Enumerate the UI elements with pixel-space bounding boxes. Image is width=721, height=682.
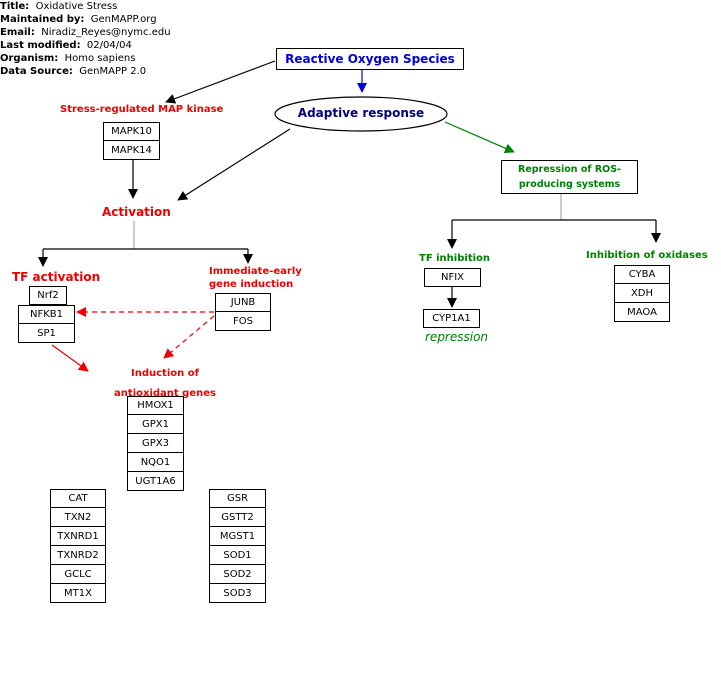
- gene-box[interactable]: GPX3: [127, 434, 184, 453]
- repression-line2: producing systems: [518, 179, 621, 190]
- ieg-line2: gene induction: [209, 279, 294, 290]
- modified-label: Last modified:: [0, 39, 81, 51]
- adaptive-response-ellipse: [274, 96, 448, 132]
- gene-box[interactable]: GSTT2: [209, 508, 266, 527]
- pathway-metadata: Title: Oxidative Stress Maintained by: G…: [0, 1, 171, 78]
- source-label: Data Source:: [0, 65, 73, 77]
- tf-genes: NFKB1 SP1: [18, 305, 75, 343]
- gene-box[interactable]: JUNB: [215, 293, 271, 312]
- maintainer-label: Maintained by:: [0, 13, 85, 25]
- ros-label: Reactive Oxygen Species: [285, 52, 455, 66]
- arrow-fos-to-induction: [163, 315, 215, 359]
- gene-box[interactable]: NQO1: [127, 453, 184, 472]
- arrow-sp1-to-induction: [51, 344, 89, 372]
- tf-activation-label: TF activation: [12, 270, 101, 284]
- gene-box[interactable]: MAOA: [614, 303, 670, 322]
- email-value: Niradiz_Reyes@nymc.edu: [41, 26, 171, 38]
- arrow-ros-to-mapk: [165, 60, 276, 104]
- induction-line2: antioxidant genes: [114, 388, 216, 399]
- arrow-adaptive-to-activation: [177, 128, 291, 201]
- induction-label: Induction of antioxidant genes: [105, 364, 225, 404]
- gene-box[interactable]: MGST1: [209, 527, 266, 546]
- gene-box[interactable]: XDH: [614, 284, 670, 303]
- gene-box[interactable]: GPX1: [127, 415, 184, 434]
- ieg-line1: Immediate-early: [209, 266, 302, 277]
- gene-box-nrf2[interactable]: Nrf2: [29, 286, 67, 305]
- gene-box[interactable]: NFKB1: [18, 305, 75, 324]
- adaptive-response-label: Adaptive response: [297, 106, 425, 120]
- stress-mapk-label: Stress-regulated MAP kinase: [60, 104, 224, 115]
- oxidase-genes: CYBA XDH MAOA: [614, 265, 670, 322]
- title-value: Oxidative Stress: [35, 1, 118, 12]
- organism-label: Organism:: [0, 52, 59, 64]
- repression-note: repression: [425, 330, 489, 344]
- gene-box[interactable]: HMOX1: [127, 396, 184, 415]
- right-gene-column: GSR GSTT2 MGST1 SOD1 SOD2 SOD3: [209, 489, 266, 603]
- gene-box[interactable]: CAT: [50, 489, 106, 508]
- inhibition-oxidases-label: Inhibition of oxidases: [586, 250, 708, 261]
- arrow-adaptive-to-repression: [444, 121, 515, 153]
- gene-box[interactable]: SOD1: [209, 546, 266, 565]
- gene-box[interactable]: MAPK14: [103, 141, 160, 160]
- antioxidant-genes: HMOX1 GPX1 GPX3 NQO1 UGT1A6: [127, 396, 184, 491]
- gene-box[interactable]: TXNRD1: [50, 527, 106, 546]
- ieg-label: Immediate-early gene induction: [209, 265, 302, 291]
- gene-box[interactable]: SOD2: [209, 565, 266, 584]
- gene-box[interactable]: GSR: [209, 489, 266, 508]
- organism-value: Homo sapiens: [64, 52, 136, 64]
- gene-box[interactable]: TXN2: [50, 508, 106, 527]
- gene-box[interactable]: SP1: [18, 324, 75, 343]
- gene-box[interactable]: GCLC: [50, 565, 106, 584]
- gene-box-cyp1a1[interactable]: CYP1A1: [423, 309, 480, 328]
- mapk-genes: MAPK10 MAPK14: [103, 122, 160, 160]
- source-value: GenMAPP 2.0: [79, 65, 147, 77]
- title-label: Title:: [0, 1, 30, 12]
- gene-box[interactable]: MT1X: [50, 584, 106, 603]
- modified-value: 02/04/04: [86, 39, 132, 51]
- gene-box[interactable]: UGT1A6: [127, 472, 184, 491]
- repression-box[interactable]: Repression of ROS- producing systems: [501, 160, 638, 194]
- maintainer-value: GenMAPP.org: [90, 13, 157, 25]
- gene-box[interactable]: FOS: [215, 312, 271, 331]
- gene-box-nfix[interactable]: NFIX: [424, 268, 481, 287]
- email-label: Email:: [0, 26, 35, 38]
- tf-inhibition-label: TF inhibition: [419, 253, 491, 264]
- gene-box[interactable]: MAPK10: [103, 122, 160, 141]
- activation-label: Activation: [102, 205, 171, 219]
- ieg-genes: JUNB FOS: [215, 293, 271, 331]
- repression-line1: Repression of ROS-: [518, 164, 621, 175]
- gene-box[interactable]: CYBA: [614, 265, 670, 284]
- ros-box[interactable]: Reactive Oxygen Species: [276, 48, 464, 70]
- gene-box[interactable]: TXNRD2: [50, 546, 106, 565]
- gene-box[interactable]: SOD3: [209, 584, 266, 603]
- induction-line1: Induction of: [131, 368, 199, 379]
- left-gene-column: CAT TXN2 TXNRD1 TXNRD2 GCLC MT1X: [50, 489, 106, 603]
